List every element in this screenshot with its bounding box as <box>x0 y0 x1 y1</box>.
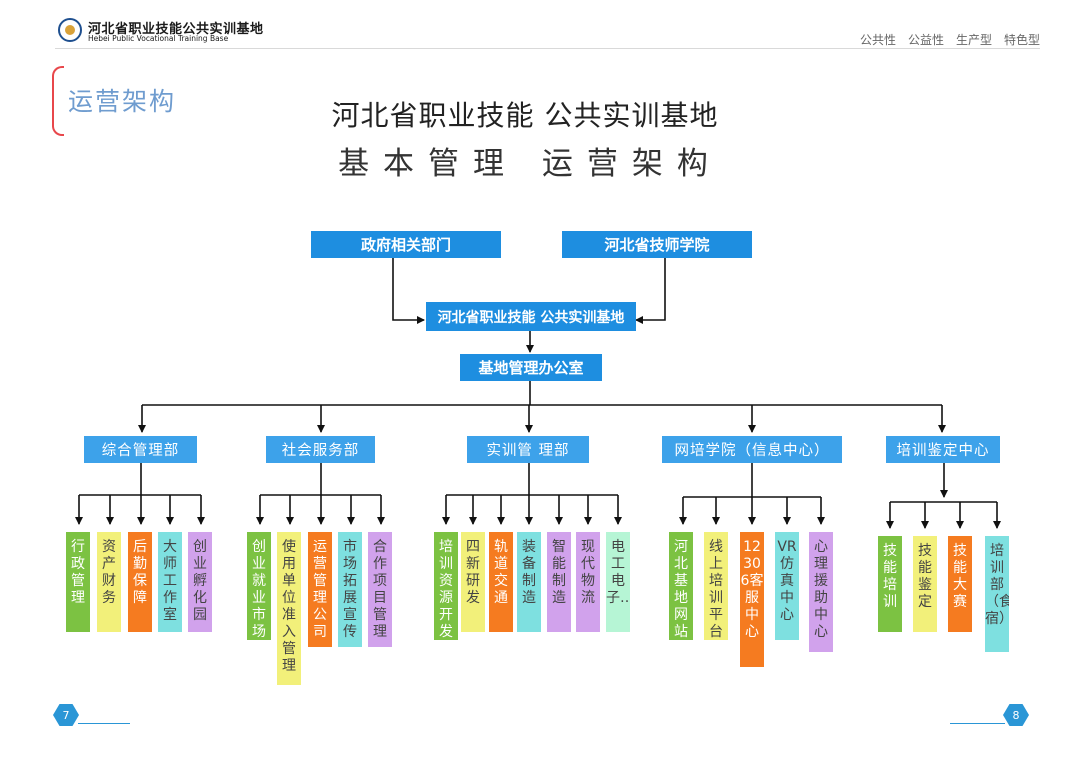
unit-card: 心理援助中心 <box>809 532 833 652</box>
unit-card: 合作项目管理 <box>368 532 392 647</box>
unit-card: VR仿真中心 <box>775 532 799 640</box>
section-bracket <box>52 66 64 136</box>
unit-card: 四新研发 <box>461 532 485 632</box>
page-subtitle: 基本管理 运营架构 <box>338 146 722 182</box>
management-office-box: 基地管理办公室 <box>460 354 602 381</box>
unit-card: 使用单位准入管理 <box>277 532 301 685</box>
unit-card: 资产财务 <box>97 532 121 632</box>
page-number-right: 8 <box>1003 704 1029 726</box>
tag-productive: 生产型 <box>955 33 992 47</box>
header-divider <box>55 48 1040 49</box>
unit-card: 市场拓展宣传 <box>338 532 362 647</box>
dept-training-management: 实训管 理部 <box>467 436 589 463</box>
dept-online-academy: 网培学院（信息中心） <box>662 436 842 463</box>
unit-card: 轨道交通 <box>489 532 513 632</box>
tag-welfare: 公益性 <box>907 33 944 47</box>
unit-card: 现代物流 <box>576 532 600 632</box>
unit-card: 运营管理公司 <box>308 532 332 647</box>
gov-departments-box: 政府相关部门 <box>311 231 501 258</box>
tag-featured: 特色型 <box>1003 33 1040 47</box>
unit-card: 电工电子… <box>606 532 630 632</box>
unit-card: 技能大赛 <box>948 536 972 632</box>
header-tags: 公共性公益性生产型特色型 <box>848 31 1040 48</box>
page-title: 河北省职业技能 公共实训基地 <box>331 99 719 132</box>
footer-line-right <box>950 723 1005 724</box>
unit-card: 河北基地网站 <box>669 532 693 640</box>
unit-card: 技能培训 <box>878 536 902 632</box>
unit-card: 后勤保障 <box>128 532 152 632</box>
unit-card: 培训部（食宿） <box>985 536 1009 652</box>
tag-public: 公共性 <box>859 33 896 47</box>
section-title: 运营架构 <box>68 87 177 116</box>
unit-card: 行政管理 <box>66 532 90 632</box>
dept-general-management: 综合管理部 <box>84 436 197 463</box>
unit-card: 培训资源开发 <box>434 532 458 640</box>
unit-card: 大师工作室 <box>158 532 182 632</box>
training-base-box: 河北省职业技能 公共实训基地 <box>426 302 636 331</box>
unit-card: 智能制造 <box>547 532 571 632</box>
unit-card: 线上培训平台 <box>704 532 728 640</box>
unit-card: 装备制造 <box>517 532 541 632</box>
technician-college-box: 河北省技师学院 <box>562 231 752 258</box>
unit-card: 创业孵化园 <box>188 532 212 632</box>
dept-social-service: 社会服务部 <box>266 436 375 463</box>
footer-line-left <box>78 723 130 724</box>
unit-card: 12306客服中心 <box>740 532 764 667</box>
unit-card: 创业就业市场 <box>247 532 271 640</box>
dept-training-certification: 培训鉴定中心 <box>886 436 1000 463</box>
logo-title: 河北省职业技能公共实训基地 <box>88 22 264 37</box>
unit-card: 技能鉴定 <box>913 536 937 632</box>
logo-subtitle: Hebei Public Vocational Training Base <box>88 34 229 43</box>
page-number-left: 7 <box>53 704 79 726</box>
logo-emblem-icon <box>58 18 82 42</box>
